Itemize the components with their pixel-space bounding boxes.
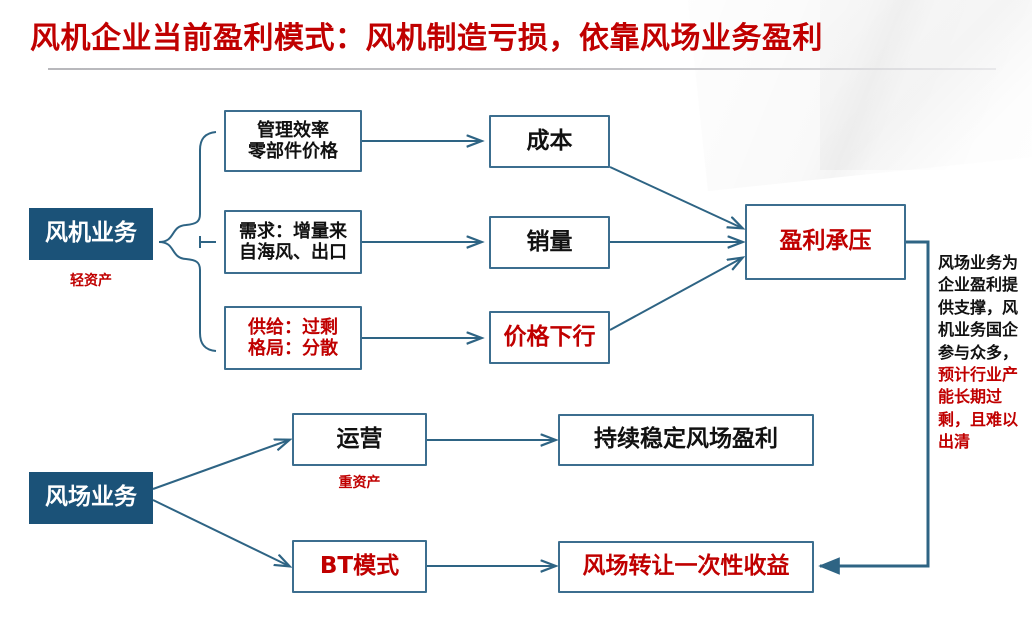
factor-management-line2: 零部件价格 bbox=[248, 141, 338, 162]
caption-operation: 重资产 bbox=[338, 475, 381, 491]
node-factor-supply[interactable]: 供给：过剩 格局：分散 bbox=[224, 306, 362, 370]
page-title: 风机企业当前盈利模式：风机制造亏损，依靠风场业务盈利 bbox=[30, 21, 823, 56]
node-price-down[interactable]: 价格下行 bbox=[489, 311, 610, 364]
factor-management-line1: 管理效率 bbox=[257, 119, 329, 141]
node-operation[interactable]: 运营 bbox=[292, 413, 427, 466]
node-farm-business[interactable]: 风场业务 bbox=[29, 472, 153, 524]
side-annotation: 风场业务为企业盈利提供支撑，风机业务国企参与众多，预计行业产能长期过剩，且难以出… bbox=[938, 252, 1030, 454]
factor-demand-line1: 需求：增量来 bbox=[239, 220, 347, 242]
node-bt-model[interactable]: BT模式 bbox=[292, 540, 427, 593]
node-profit-pressure[interactable]: 盈利承压 bbox=[745, 204, 906, 280]
node-turbine-business[interactable]: 风机业务 bbox=[29, 208, 153, 260]
node-factor-demand[interactable]: 需求：增量来 自海风、出口 bbox=[224, 210, 362, 274]
node-cost[interactable]: 成本 bbox=[489, 115, 610, 168]
node-sales-volume[interactable]: 销量 bbox=[489, 216, 610, 269]
title-divider bbox=[48, 68, 996, 70]
side-annotation-red: 预计行业产能长期过剩，且难以出清 bbox=[938, 364, 1019, 452]
factor-supply-line1: 供给：过剩 bbox=[248, 316, 338, 338]
caption-turbine-business: 轻资产 bbox=[70, 273, 112, 289]
node-factor-management[interactable]: 管理效率 零部件价格 bbox=[224, 110, 362, 172]
factor-demand-line2: 自海风、出口 bbox=[239, 242, 347, 263]
node-stable-farm-profit[interactable]: 持续稳定风场盈利 bbox=[558, 414, 814, 466]
side-annotation-black: 风场业务为企业盈利提供支撑，风机业务国企参与众多， bbox=[938, 253, 1019, 362]
factor-supply-line2: 格局：分散 bbox=[248, 338, 338, 359]
node-farm-transfer-gain[interactable]: 风场转让一次性收益 bbox=[558, 541, 814, 593]
